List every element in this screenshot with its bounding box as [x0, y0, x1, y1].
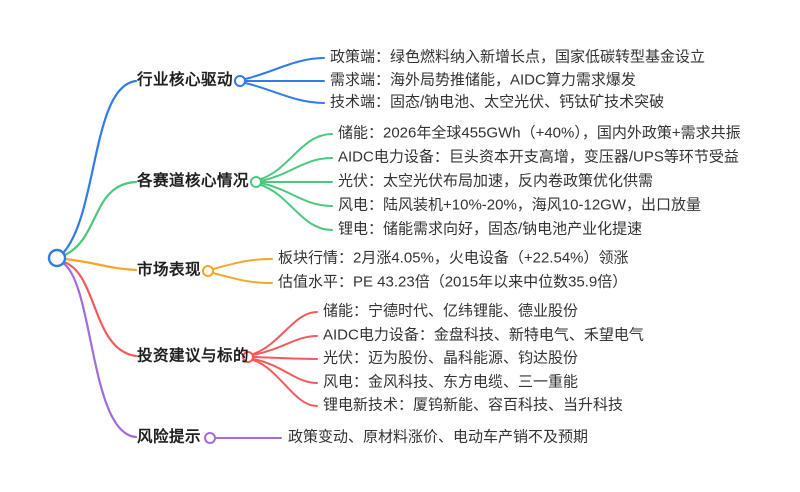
leaf-sector-performance[interactable]: 板块行情：2月涨4.05%，火电设备（+22.54%）领涨 [278, 249, 629, 267]
connector-line [260, 184, 333, 231]
branch-label-market-performance[interactable]: 市场表现 [137, 261, 202, 279]
leaf-lithium-battery[interactable]: 锂电：储能需求向好，固态/钠电池产业化提速 [338, 220, 643, 238]
leaf-wind-power[interactable]: 风电：陆风装机+10%-20%，海风10-12GW，出口放量 [338, 196, 701, 214]
branch-label-track-core-situation[interactable]: 各赛道核心情况 [137, 172, 250, 190]
branch-node-circle[interactable] [202, 265, 214, 277]
connector-line [252, 358, 318, 384]
connector-line [252, 356, 318, 360]
branch-node-circle[interactable] [204, 432, 216, 444]
connector-root-to-branch4 [62, 260, 138, 358]
leaf-tech-side[interactable]: 技术端：固态/钠电池、太空光伏、钙钛矿技术突破 [330, 93, 665, 111]
connector-line [252, 359, 318, 407]
connector-root-to-branch3 [63, 257, 138, 272]
connector-root-to-branch5 [61, 261, 138, 439]
leaf-photovoltaic[interactable]: 光伏：太空光伏布局加速，反内卷政策优化供需 [338, 172, 654, 190]
connector-root-to-branch2 [63, 180, 138, 257]
connector-line [260, 157, 333, 182]
branch-label-industry-core-drivers[interactable]: 行业核心驱动 [137, 71, 234, 89]
connector-line [260, 133, 333, 180]
leaf-demand-side[interactable]: 需求端：海外局势推储能，AIDC算力需求爆发 [330, 71, 636, 89]
connector-line [252, 311, 318, 355]
leaf-storage-picks[interactable]: 储能：宁德时代、亿纬锂能、德业股份 [323, 302, 579, 320]
leaf-energy-storage[interactable]: 储能：2026年全球455GWh（+40%），国内外政策+需求共振 [338, 124, 741, 142]
root-node-circle[interactable] [47, 248, 67, 268]
leaf-wind-picks[interactable]: 风电：金风科技、东方电缆、三一重能 [323, 373, 579, 391]
leaf-aidc-picks[interactable]: AIDC电力设备：金盘科技、新特电气、禾望电气 [323, 326, 644, 344]
leaf-lithium-new-tech-picks[interactable]: 锂电新技术：厦钨新能、容百科技、当升科技 [323, 396, 624, 414]
connector-line [244, 57, 325, 80]
leaf-aidc-power-equipment[interactable]: AIDC电力设备：巨头资本开支高增，变压器/UPS等环节受益 [338, 148, 739, 166]
connector-line [252, 335, 318, 356]
leaf-valuation-level[interactable]: 估值水平：PE 43.23倍（2015年以来中位数35.9倍） [278, 273, 628, 291]
connector-line [212, 272, 273, 284]
connector-root-to-branch1 [62, 79, 138, 254]
leaf-risk-items[interactable]: 政策变动、原材料涨价、电动车产销不及预期 [288, 428, 589, 446]
connector-line [260, 182, 333, 207]
leaf-policy-side[interactable]: 政策端：绿色燃料纳入新增长点，国家低碳转型基金设立 [330, 48, 706, 66]
branch-label-investment-suggestions[interactable]: 投资建议与标的 [137, 347, 250, 365]
connector-line [244, 82, 325, 104]
branch-label-risk-warning[interactable]: 风险提示 [137, 428, 202, 446]
branch-node-circle[interactable] [242, 351, 254, 363]
connector-line [212, 258, 273, 270]
branch-node-circle[interactable] [250, 176, 262, 188]
leaf-pv-picks[interactable]: 光伏：迈为股份、晶科能源、钧达股份 [323, 349, 579, 367]
branch-node-circle[interactable] [234, 75, 246, 87]
